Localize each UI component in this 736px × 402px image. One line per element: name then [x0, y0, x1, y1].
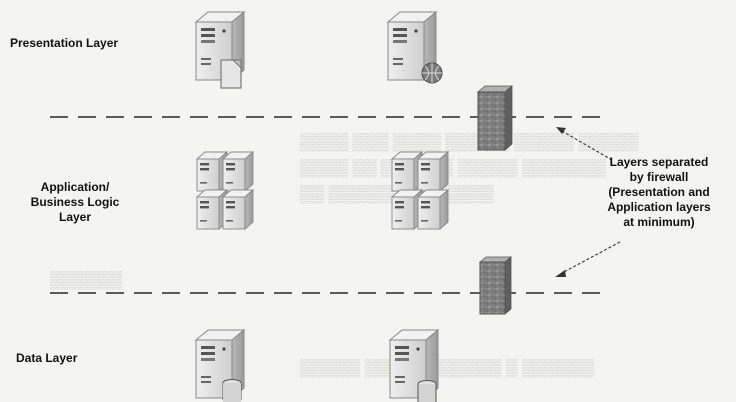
- layer-label-data: Data Layer: [16, 351, 77, 366]
- layer-label-line: Data Layer: [16, 351, 78, 365]
- layer-label-presentation: Presentation Layer: [10, 36, 118, 51]
- globe-icon: [421, 62, 443, 84]
- callout-line: by firewall: [629, 170, 689, 184]
- document-icon: [220, 59, 242, 89]
- application-server-cluster-left: [197, 152, 253, 229]
- layer-label-line: Presentation Layer: [10, 36, 119, 50]
- callout-line: at minimum): [623, 215, 695, 229]
- server-cluster-icon: [197, 152, 253, 229]
- firewall-lower: [478, 256, 513, 315]
- layer-label-line: Business Logic: [30, 195, 120, 209]
- layer-label-application: Application/ Business Logic Layer: [16, 180, 134, 225]
- server-cluster-icon: [392, 152, 448, 229]
- data-server-left: [195, 329, 245, 402]
- callout-arrow-upper: [556, 127, 613, 161]
- database-icon: [222, 379, 242, 402]
- firewall-callout: Layers separated by firewall (Presentati…: [584, 155, 734, 230]
- data-server-right: [389, 329, 439, 402]
- callout-line: Layers separated: [609, 155, 709, 169]
- callout-line: Application layers: [607, 200, 711, 214]
- application-server-cluster-right: [392, 152, 448, 229]
- callout-arrow-lower: [555, 241, 621, 277]
- presentation-server-left: [195, 11, 245, 89]
- presentation-server-right: [387, 11, 443, 84]
- firewall-icon: [479, 261, 506, 315]
- callout-line: (Presentation and: [608, 185, 710, 199]
- firewall-icon: [477, 91, 506, 151]
- layer-label-line: Layer: [58, 210, 92, 224]
- firewall-upper: [476, 85, 514, 151]
- layer-label-line: Application/: [40, 180, 110, 194]
- database-icon: [417, 380, 437, 402]
